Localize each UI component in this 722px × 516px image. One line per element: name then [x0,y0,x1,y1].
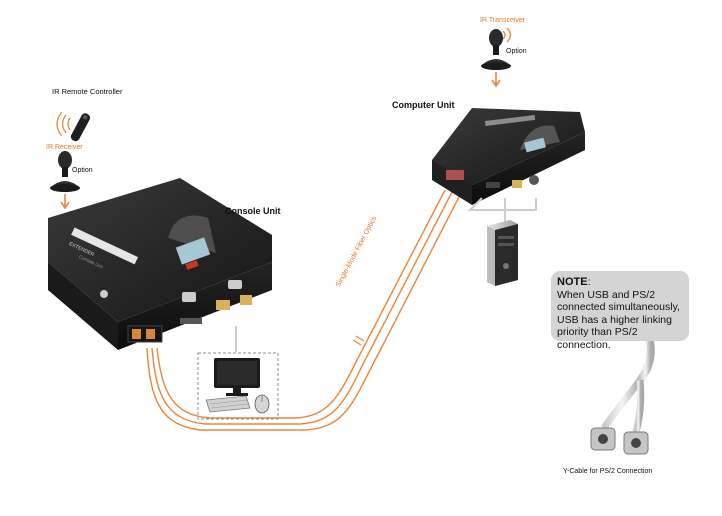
fiber-break-marks [352,335,365,346]
monitor-icon [214,358,260,396]
note-line-2: connected simultaneously, [557,301,680,313]
fiber-optic-cables [146,189,461,431]
ir-transceiver-label: IR Transceiver [480,17,526,24]
ir-transceiver-arrow [491,72,501,88]
ir-transceiver-icon [481,27,512,70]
computer-unit-device [432,108,585,205]
option-label-right: Option [506,48,527,55]
note-line-3: USB has a higher linking [557,313,672,326]
computer-pc-connections [467,197,537,222]
option-label-left: Option [72,167,93,174]
ir-remote-controller-label: IR Remote Controller [52,87,123,96]
peripherals-box [197,352,279,420]
ir-receiver-arrow [60,194,70,210]
note-line-4: priority than PS/2 connection. [557,326,638,351]
note-line-1: When USB and PS/2 [557,288,656,301]
console-unit-device [48,178,272,350]
mouse-icon [254,394,270,414]
note-heading-suffix: : [587,276,591,288]
keyboard-icon [205,395,251,413]
y-cable-label: Y-Cable for PS/2 Connection [563,468,653,475]
note-box: NOTE: When USB and PS/2 connected simult… [551,271,689,351]
ir-receiver-icon [50,151,80,192]
console-unit-label: Console Unit [225,206,281,216]
computer-unit-label: Computer Unit [392,100,455,110]
pc-tower-icon [487,220,518,286]
ir-receiver-label: IR Receiver [46,144,83,151]
ir-remote-controller-icon [56,111,91,142]
note-heading: NOTE [557,276,588,288]
